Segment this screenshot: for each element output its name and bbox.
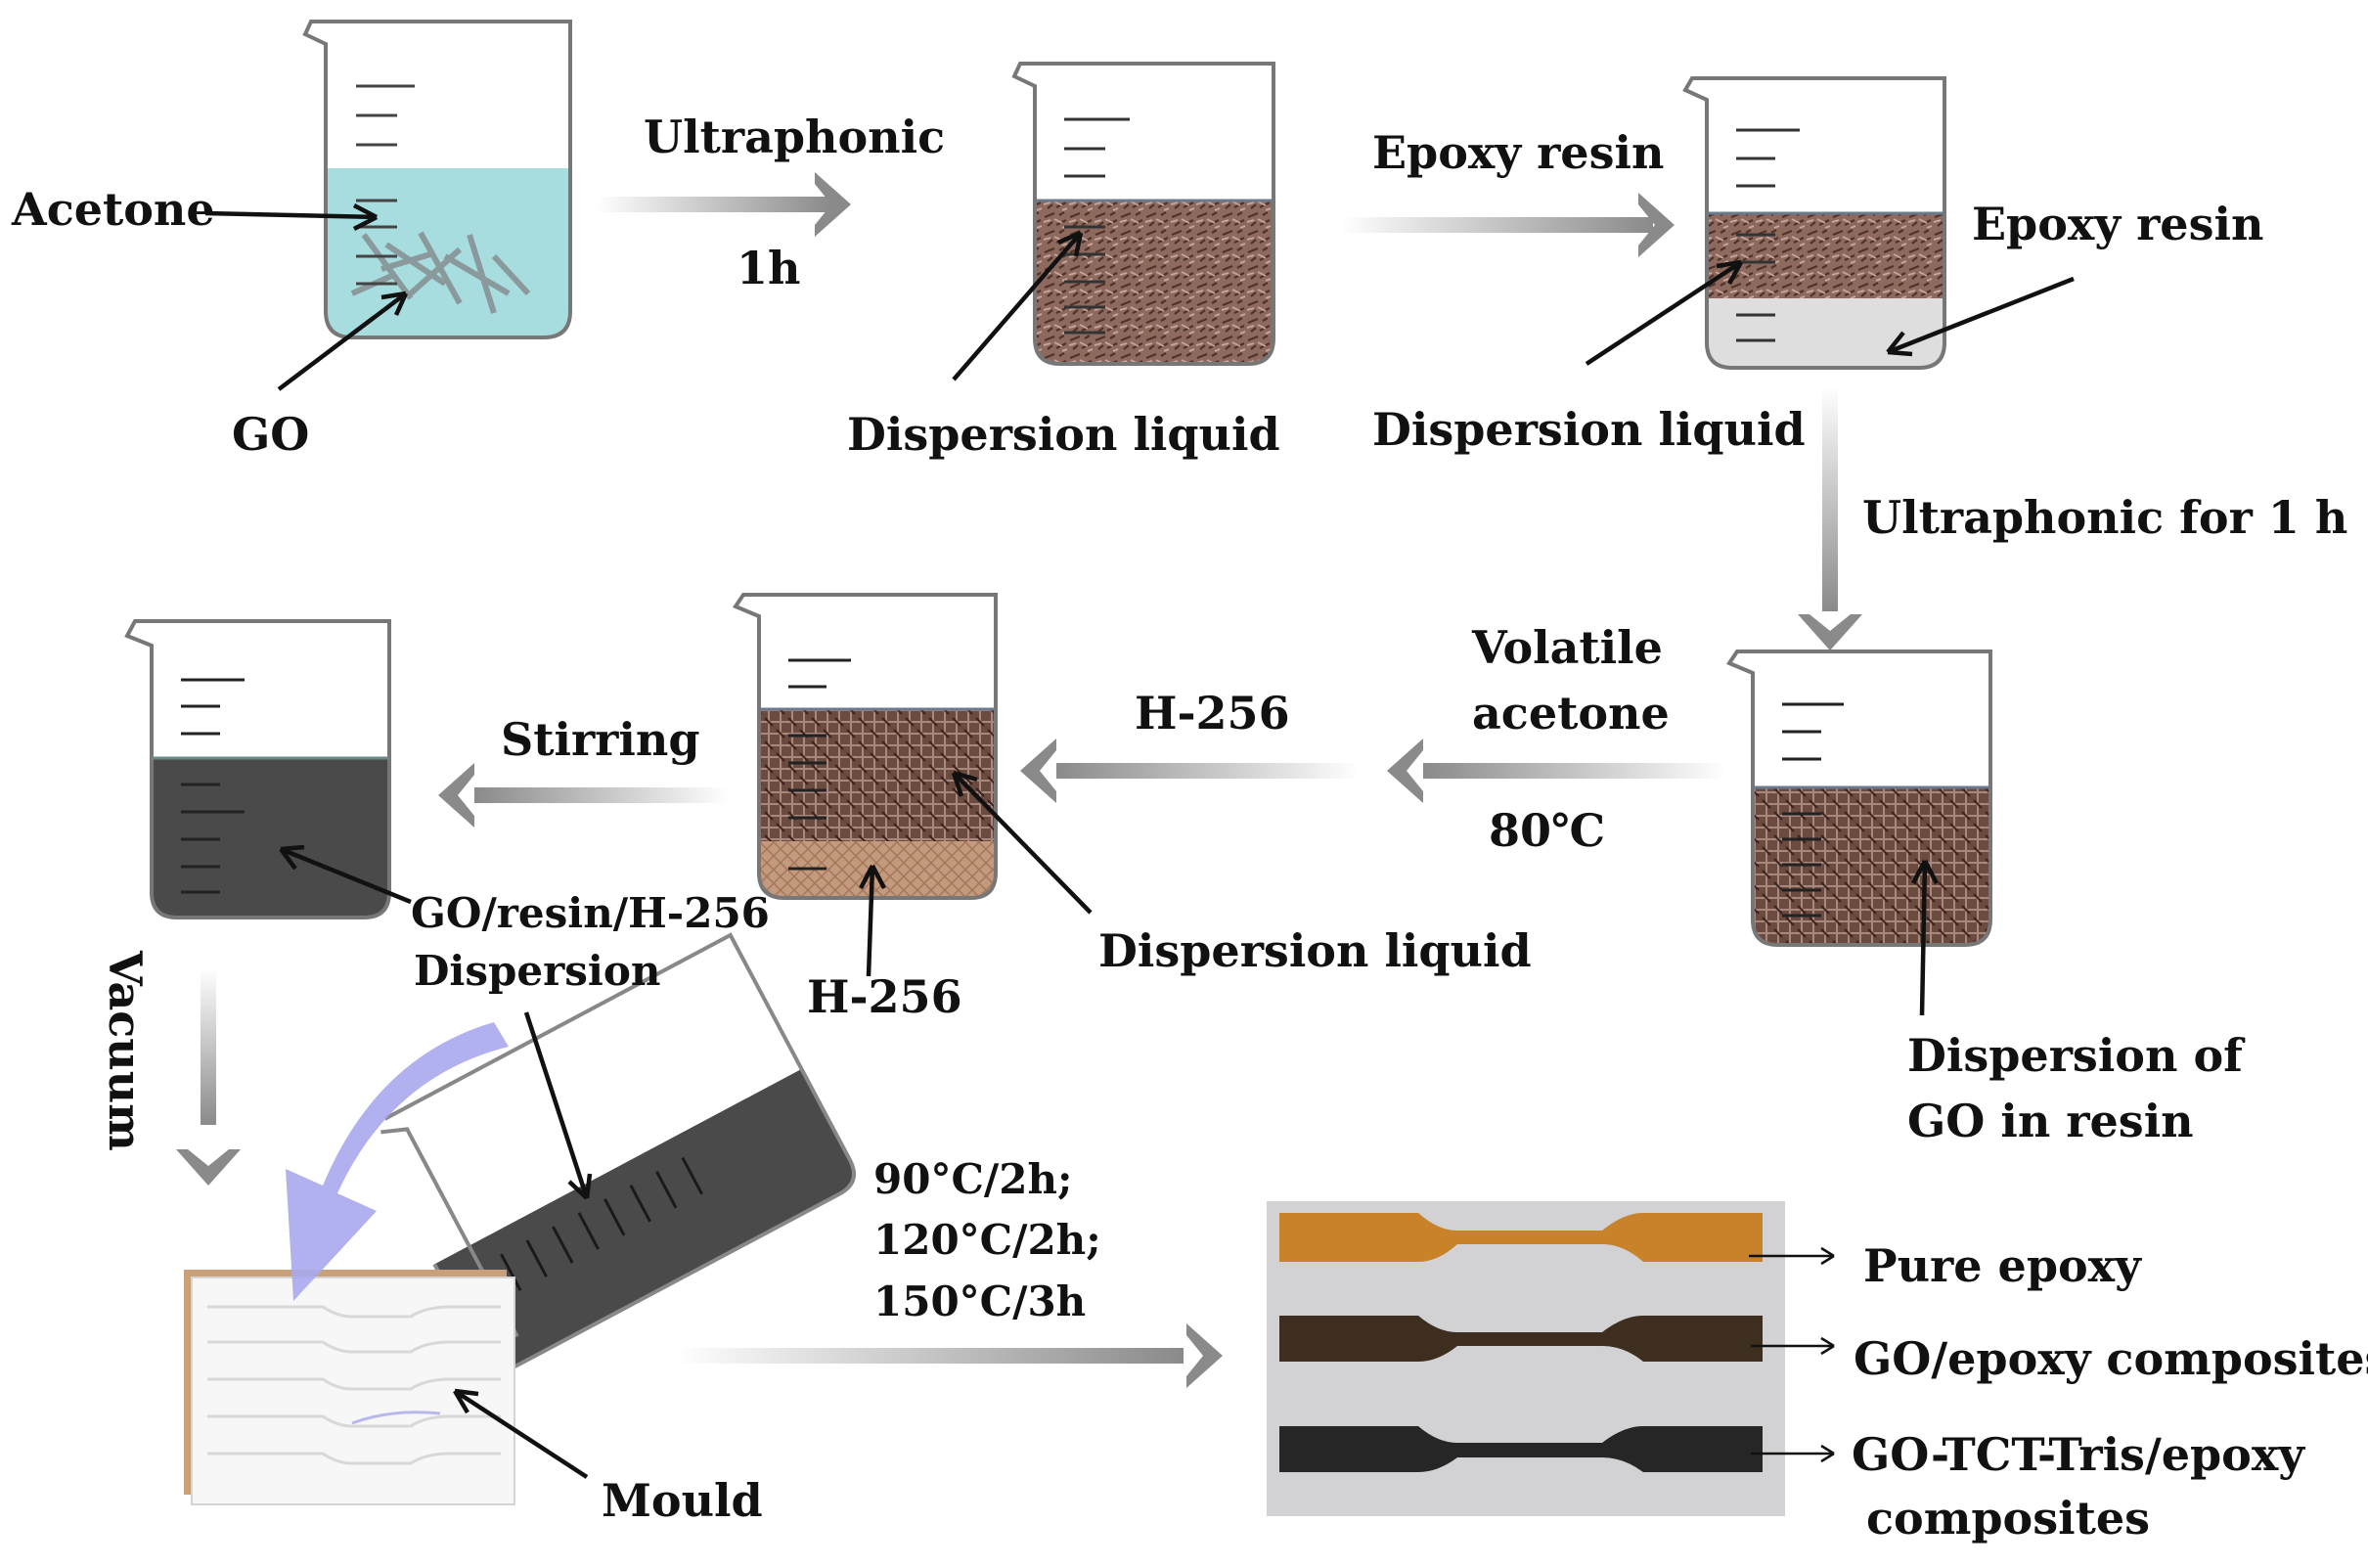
beaker-dispersion: [1011, 62, 1275, 366]
graduation-marks: [788, 658, 851, 871]
beaker-outline: [1682, 76, 1946, 370]
pointer-pouring: [523, 1011, 593, 1200]
pointer-dispersion-3: [951, 770, 1093, 915]
beaker-outline: [732, 593, 998, 900]
label-cure-2: 120°C/2h;: [873, 1216, 1101, 1264]
pure-epoxy-bar: [1279, 1213, 1763, 1262]
label-ultraphonic-1h: Ultraphonic for 1 h: [1862, 491, 2347, 544]
label-epoxy-resin-layer: Epoxy resin: [1972, 198, 2263, 250]
label-acetone-evap: acetone: [1472, 687, 1670, 739]
pointer-dispersion-2: [1585, 259, 1743, 366]
label-stirring: Stirring: [501, 713, 700, 766]
pouring-liquid: [434, 1068, 855, 1370]
arrow-volatile-acetone: [1387, 739, 1726, 803]
mould: [184, 1270, 515, 1505]
process-arrows: [176, 172, 1862, 1388]
label-cure-3: 150°C/3h: [873, 1277, 1086, 1325]
label-go: GO: [232, 408, 309, 461]
graduation-marks: [181, 678, 245, 894]
beaker-go-resin-h256: [124, 619, 391, 919]
labels: Acetone GO Ultraphonic 1h Dispersion liq…: [11, 111, 2368, 1545]
arrow-epoxy-resin: [1340, 193, 1675, 257]
pointer-arrows: [204, 203, 2075, 1479]
pointer-mould: [453, 1388, 589, 1479]
arrow-h256: [1020, 739, 1360, 803]
arrow-vacuum: [176, 968, 241, 1186]
beaker-dispersion-h256: [732, 593, 998, 900]
pointer-dispersion-1: [952, 230, 1084, 381]
label-vacuum: Vacuum: [99, 950, 152, 1151]
go-resin-h256-liquid: [152, 758, 389, 918]
arrow-ultraphonic: [597, 172, 851, 237]
specimen-pointers: [1749, 1246, 1835, 1463]
graduation-marks: [500, 1156, 703, 1291]
label-tct-line2: composites: [1866, 1492, 2150, 1545]
label-epoxy-resin-arrow: Epoxy resin: [1372, 126, 1664, 179]
graduation-marks: [1064, 117, 1130, 335]
dispersion-layer: [1707, 213, 1944, 298]
pointer-go: [277, 291, 409, 391]
pointer-epoxy-layer: [1886, 276, 2075, 357]
h256-layer: [759, 841, 996, 898]
label-dispersion-liquid-2: Dispersion liquid: [1372, 403, 1806, 456]
pointer-dispersion-of-go: [1911, 859, 1939, 1016]
beaker-go-in-resin: [1725, 650, 1992, 947]
graduation-marks: [356, 84, 415, 286]
label-cure-1: 90°C/2h;: [873, 1155, 1072, 1203]
label-1h: 1h: [737, 242, 800, 294]
epoxy-resin-layer: [1707, 298, 1944, 368]
label-tct-line1: GO-TCT-Tris/epoxy: [1852, 1428, 2305, 1481]
label-acetone: Acetone: [11, 183, 215, 236]
pointer-go-resin-h256: [279, 844, 412, 905]
label-dispersion-liquid-1: Dispersion liquid: [847, 408, 1280, 461]
label-h256-arrow: H-256: [1135, 687, 1290, 739]
pointer-tct-epoxy: [1751, 1444, 1835, 1463]
label-dispersion: Dispersion: [414, 947, 660, 995]
graduation-marks: [1782, 702, 1844, 918]
label-go-in-resin: GO in resin: [1907, 1095, 2194, 1147]
label-go-epoxy: GO/epoxy composites: [1854, 1332, 2368, 1385]
specimen-photo: [1267, 1201, 1785, 1516]
go-tct-tris-epoxy-bar: [1279, 1426, 1763, 1472]
beaker-outline: [302, 20, 572, 339]
pointer-pure-epoxy: [1749, 1246, 1835, 1266]
arrow-ultraphonic-1h: [1798, 386, 1862, 650]
beaker-acetone-go: [302, 20, 572, 339]
go-epoxy-bar: [1279, 1316, 1763, 1362]
label-ultraphonic: Ultraphonic: [644, 111, 945, 163]
label-go-resin-h256: GO/resin/H-256: [411, 889, 770, 937]
arrow-stirring: [438, 763, 729, 828]
pour-arrow: [286, 1022, 509, 1301]
label-volatile: Volatile: [1471, 621, 1663, 674]
label-mould: Mould: [602, 1474, 763, 1527]
label-h256-layer: H-256: [807, 970, 962, 1023]
beaker-outline: [1725, 650, 1992, 947]
label-pure-epoxy: Pure epoxy: [1863, 1239, 2142, 1292]
label-80c: 80℃: [1489, 804, 1605, 857]
acetone-liquid: [326, 168, 570, 337]
go-resin-liquid: [1753, 787, 1990, 945]
label-dispersion-liquid-3: Dispersion liquid: [1098, 924, 1532, 977]
label-dispersion-of: Dispersion of: [1907, 1029, 2246, 1082]
pointer-go-epoxy: [1751, 1336, 1835, 1356]
dispersion-liquid: [1035, 201, 1273, 364]
graduation-marks: [1736, 128, 1800, 342]
pointer-acetone: [204, 203, 379, 231]
pointer-h256-layer: [859, 864, 886, 977]
beaker-epoxy-dispersion: [1682, 76, 1946, 370]
arrow-curing: [675, 1323, 1223, 1388]
mould-cavities: [207, 1305, 501, 1465]
beaker-outline: [1011, 62, 1275, 366]
